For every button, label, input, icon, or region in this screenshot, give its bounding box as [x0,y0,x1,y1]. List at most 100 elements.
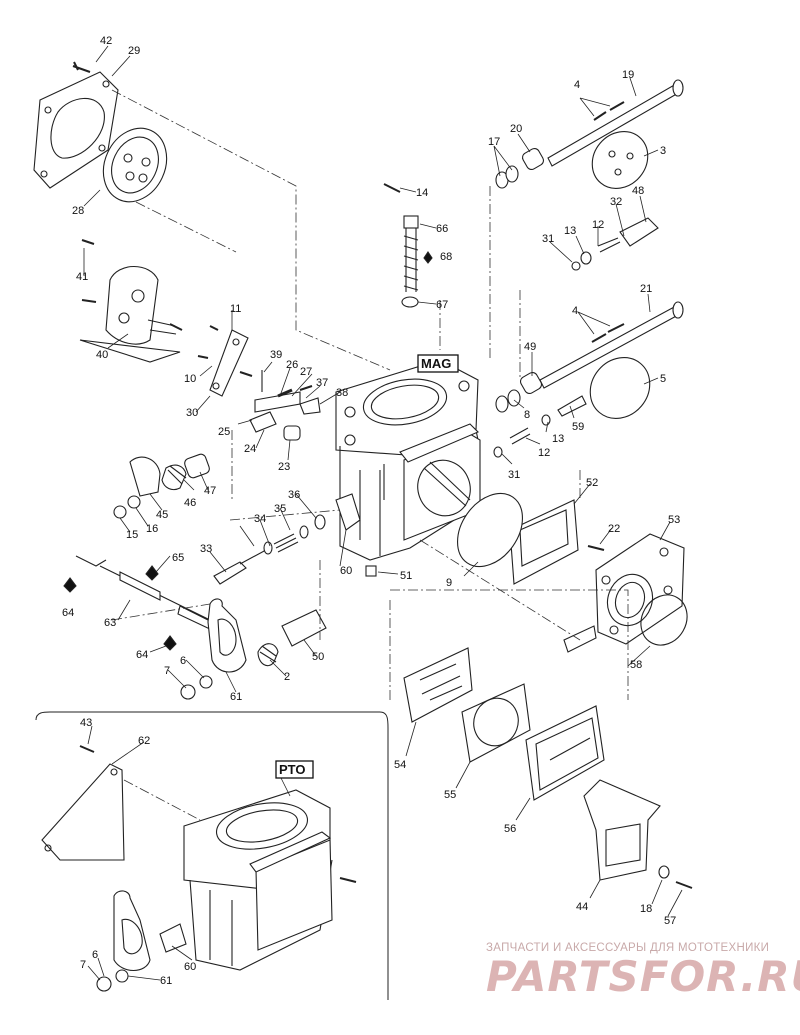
part-label: 67 [436,299,448,311]
part-label: 44 [576,901,588,913]
part-label: 54 [394,759,406,771]
part-label: 3 [660,145,666,157]
part-label: 9 [446,577,452,589]
part-label: 18 [640,903,652,915]
part-label: 11 [230,303,241,315]
diaphragm-9 [457,492,523,568]
part-label: 42 [100,35,112,47]
cover-40 [79,239,183,363]
leader-lines [83,45,683,981]
part-label: 19 [622,69,634,81]
part-label: 38 [336,387,348,399]
part-labels: 42 29 28 41 40 11 10 30 39 26 27 37 38 2… [62,35,680,987]
part-label: 52 [586,477,598,489]
part-label: 60 [184,961,196,973]
part-label: 30 [186,407,198,419]
carburetor-body-mag [335,359,481,577]
part-label: 15 [126,529,138,541]
part-label: 50 [312,651,324,663]
part-label: 58 [630,659,642,671]
mag-label: MAG [421,356,451,371]
part-label: 53 [668,514,680,526]
part-label: 17 [488,136,500,148]
part-label: 46 [184,497,196,509]
part-label: 49 [524,341,536,353]
part-label: 48 [632,185,644,197]
part-label: 61 [160,975,172,987]
watermark-logo: PARTSFOR.RU [486,952,800,1001]
part-label: 47 [204,485,216,497]
part-label: 13 [552,433,564,445]
pump-cover-53 [563,533,688,653]
part-label: 21 [640,283,652,295]
part-label: 31 [542,233,554,245]
pto-inset-frame [35,711,389,1000]
part-label: 10 [184,373,196,385]
part-label: 22 [608,523,620,535]
diaphragm-28 [102,127,168,203]
part-label: 8 [524,409,530,421]
part-label: 64 [62,607,74,619]
part-label: 40 [96,349,108,361]
needle-66-group [383,183,433,308]
gasket-55 [461,683,531,763]
small-parts-group-a [249,370,321,441]
part-label: 51 [400,570,412,582]
gasket-52 [509,499,579,585]
pto-box [275,760,314,779]
idle-screw-group [213,514,326,585]
part-label: 43 [80,717,92,729]
part-label: 64 [136,649,148,661]
rod-63 [63,555,213,651]
part-label: 39 [270,349,282,361]
bracket-44 [583,779,693,889]
part-label: 7 [80,959,86,971]
plate-62 [41,745,125,861]
part-label: 56 [504,823,516,835]
bracket-30 [197,325,253,397]
part-label: 61 [230,691,242,703]
part-label: 41 [76,271,88,283]
part-label: 24 [244,443,256,455]
part-label: 28 [72,205,84,217]
part-label: 7 [164,665,170,677]
cover-56 [525,705,605,801]
part-label: 31 [508,469,520,481]
part-label: 16 [146,523,158,535]
carburetor-body-pto [183,789,357,971]
gasket-54 [403,647,473,723]
part-label: 12 [538,447,550,459]
mag-box [417,354,459,373]
part-label: 12 [592,219,604,231]
part-label: 45 [156,509,168,521]
part-label: 20 [510,123,522,135]
pto-label: PTO [279,762,306,777]
part-label: 62 [138,735,150,747]
part-label: 27 [300,366,312,378]
part-label: 26 [286,359,298,371]
part-label: 6 [92,949,98,961]
part-label: 29 [128,45,140,57]
fitting-32-group [571,217,659,271]
part-label: 68 [440,251,452,263]
part-label: 4 [572,305,578,317]
shaft-21 [493,301,684,458]
part-label: 34 [254,513,266,525]
part-label: 66 [436,223,448,235]
part-label: 32 [610,196,622,208]
part-label: 33 [200,543,212,555]
throttle-lever-61 [180,598,327,700]
part-label: 5 [660,373,666,385]
lever-46-group [113,453,210,519]
part-label: 14 [416,187,428,199]
part-label: 35 [274,503,286,515]
part-label: 63 [104,617,116,629]
part-label: 59 [572,421,584,433]
watermark-tagline: ЗАПЧАСТИ И АКСЕССУАРЫ ДЛЯ МОТОТЕХНИКИ [486,942,770,954]
part-label: 4 [574,79,580,91]
shaft-19 [495,79,684,189]
part-label: 6 [180,655,186,667]
alignment-lines [111,89,629,821]
part-label: 37 [316,377,328,389]
